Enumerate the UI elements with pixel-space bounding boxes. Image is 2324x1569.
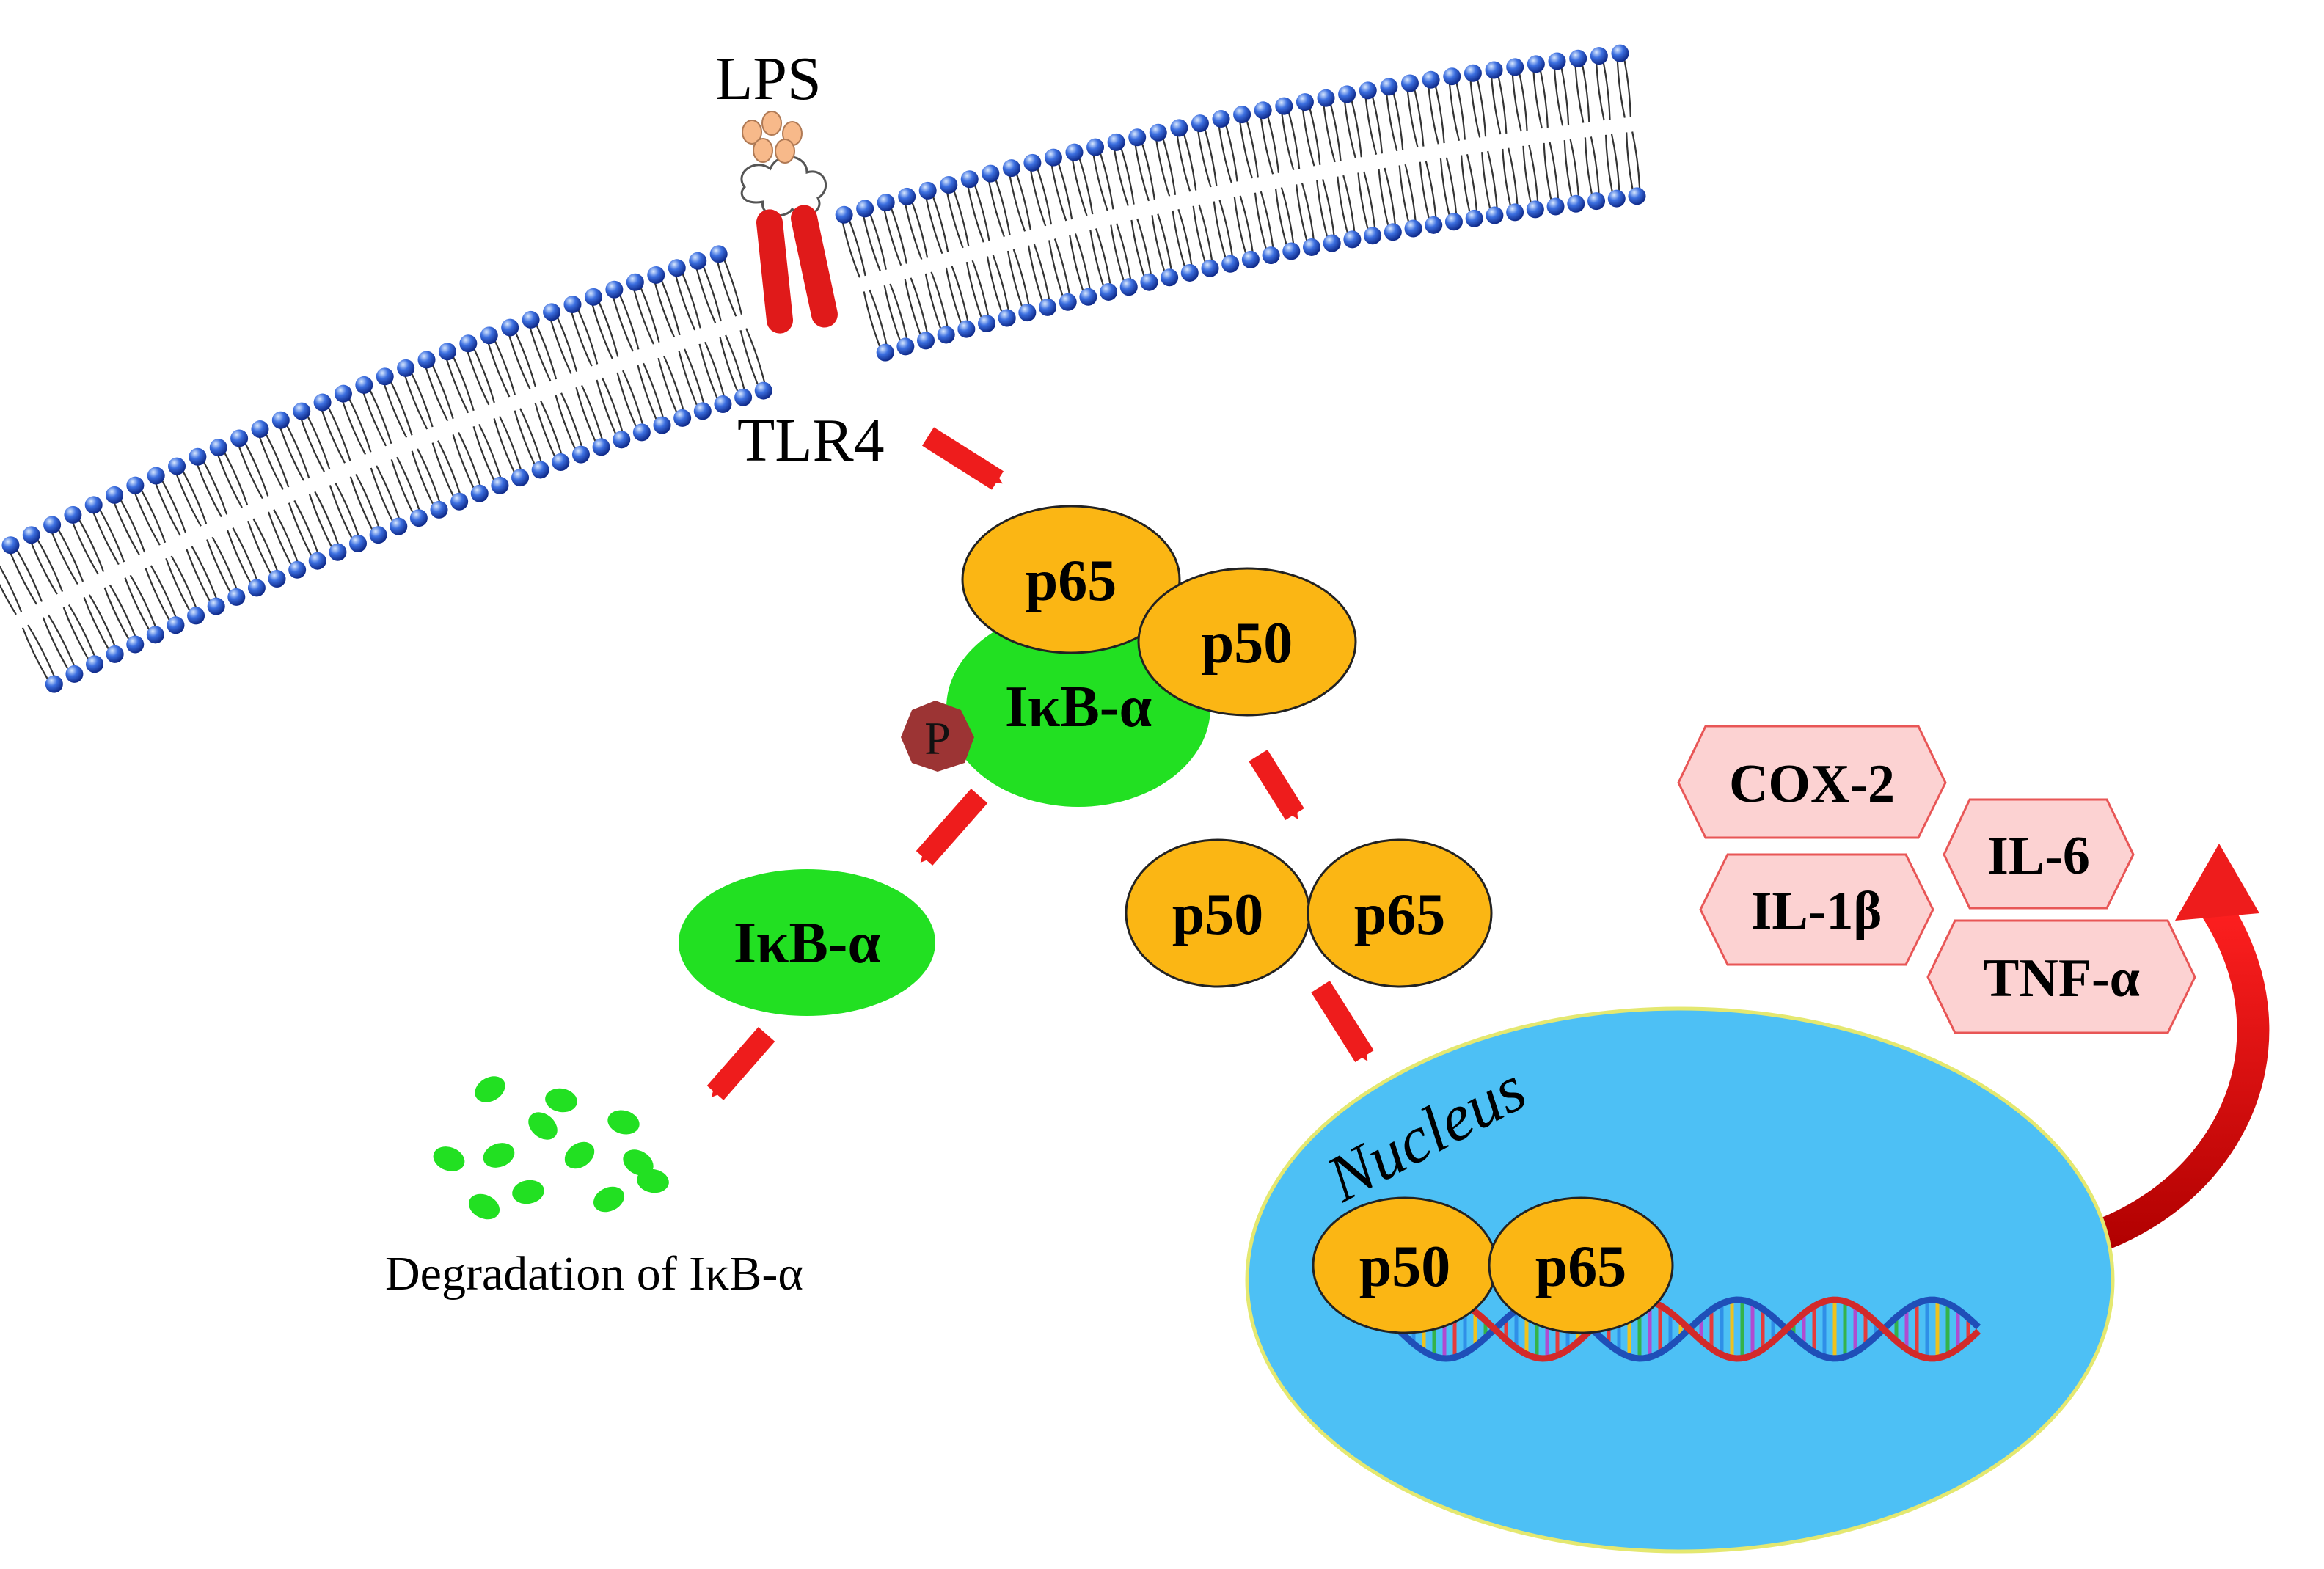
free-p65-label: p65 [1354,882,1446,947]
arrow-to-degradation [706,1027,775,1100]
phosphate-icon [901,701,974,772]
p65-bound-label: p65 [1026,549,1117,613]
nfkb-ikba-complex: IκB-α p65 p50 P [901,505,1357,807]
free-ikba-label: IκB-α [734,911,880,976]
arrow-tlr4-to-complex [921,427,1004,490]
p50-bound-label: p50 [1202,611,1293,676]
nuclear-p50-label: p50 [1359,1235,1451,1299]
free-dimer: p50 p65 [1125,838,1493,988]
cytokine-tnfa-shape [1926,919,2196,1034]
cytokine-group: COX-2 IL-6 IL-1β TNF-α [1677,725,2196,1034]
nuclear-p65-label: p65 [1535,1235,1627,1299]
free-p65-shape [1307,838,1493,988]
dna-helix-icon [1395,1296,1981,1362]
cytokine-tnfa-label: TNF-α [1983,948,2140,1009]
cytokine-il1b-shape [1699,853,1934,966]
cytokine-il6-shape [1943,798,2135,910]
free-ikba-shape [679,869,935,1016]
cytokine-il1b-label: IL-1β [1751,881,1882,941]
free-ikba: IκB-α [679,869,935,1016]
degradation-label: Degradation of IκB-α [385,1247,803,1301]
cell-membrane [0,44,1646,693]
phosphate-label: P [924,712,951,764]
tlr4-label: TLR4 [737,406,885,475]
p50-bound-shape [1137,567,1357,717]
tlr4-receptor-icon [756,205,838,334]
nuclear-p65-shape [1488,1196,1674,1334]
lps-label: LPS [715,45,822,113]
arrow-to-dimer [1249,750,1304,820]
nucleus: Nucleus p50 p65 [1245,1006,2115,1554]
pathway-arrows [706,427,1374,1100]
cytokine-il6-label: IL-6 [1987,826,2090,886]
free-p50-label: p50 [1172,882,1264,947]
ikba-bound-label: IκB-α [1005,675,1152,739]
degradation-fragments [433,1076,669,1220]
arrow-to-nucleus [1311,980,1374,1063]
p65-bound-shape [961,505,1181,654]
cytokine-cox2-label: COX-2 [1729,754,1895,814]
lps-molecule-icon [740,111,827,217]
nucleus-shape [1245,1006,2115,1554]
cytokine-cox2-shape [1677,725,1947,839]
arrow-to-free-ikba [916,789,988,866]
